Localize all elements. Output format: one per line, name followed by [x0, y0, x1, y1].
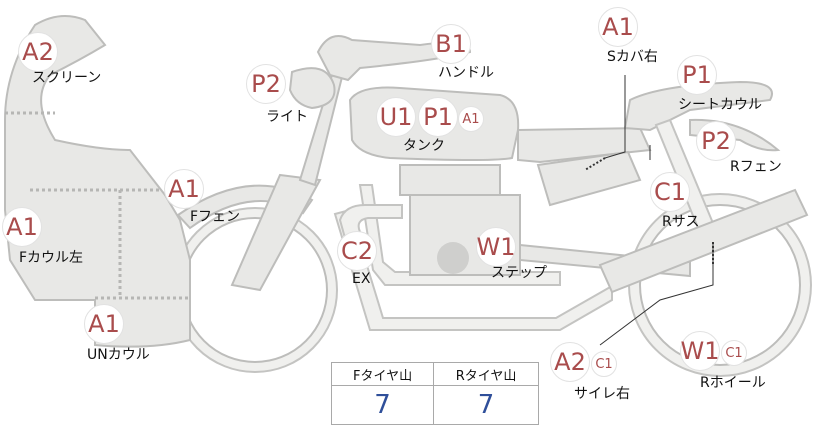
- un-cowl-label: UNカウル: [87, 347, 150, 363]
- seat-cowl-shape: [623, 80, 773, 132]
- side-cover-shape: [536, 150, 642, 207]
- un-cowl-badge: A1: [84, 304, 124, 344]
- tank-label: タンク: [403, 138, 445, 154]
- seat-cowl-badge: P1: [677, 55, 717, 95]
- s-cover-label: Sカバ右: [607, 49, 658, 65]
- silencer-label: サイレ右: [574, 386, 630, 402]
- s-cover-badge: A1: [598, 7, 638, 47]
- headlight-shape: [288, 67, 336, 110]
- tire-tread-table: Fタイヤ山 Rタイヤ山 7 7: [330, 362, 539, 425]
- f-cowl-left-label: Fカウル左: [19, 250, 84, 266]
- seat-cowl-label: シートカウル: [678, 97, 762, 113]
- engine-cover: [437, 242, 469, 274]
- screen-label: スクリーン: [32, 70, 102, 86]
- r-fender-badge: P2: [696, 121, 736, 161]
- light-badge: P2: [246, 64, 286, 104]
- f-fender-badge: A1: [164, 169, 204, 209]
- handle-badge: B1: [431, 24, 471, 64]
- exhaust-header: [338, 204, 403, 240]
- rear-tread-header: Rタイヤ山: [433, 362, 539, 386]
- r-wheel-label: Rホイール: [700, 375, 766, 391]
- engine-top: [399, 164, 501, 196]
- silencer-badge: A2: [550, 342, 590, 382]
- r-fender-label: Rフェン: [730, 159, 782, 175]
- ex-badge: C2: [337, 231, 377, 271]
- r-wheel-badge: W1: [680, 331, 720, 371]
- r-wheel-c-badge: C1: [721, 340, 747, 366]
- step-label: ステップ: [491, 265, 547, 281]
- tank-a-badge: A1: [458, 106, 484, 132]
- r-suspension-badge: C1: [650, 172, 690, 212]
- r-suspension-label: Rサス: [662, 214, 700, 230]
- front-tread-header: Fタイヤ山: [330, 362, 435, 386]
- f-fender-label: Fフェン: [190, 209, 241, 225]
- silencer-shape: [598, 188, 809, 294]
- step-badge: W1: [476, 227, 516, 267]
- tank-p-badge: P1: [418, 97, 458, 137]
- handle-label: ハンドル: [438, 65, 494, 81]
- front-tread-value: 7: [330, 385, 435, 425]
- leader-s-cover: [604, 75, 626, 159]
- light-label: ライト: [266, 109, 308, 125]
- rear-tread-value: 7: [433, 385, 539, 425]
- ex-label: EX: [352, 271, 371, 287]
- tank-u-badge: U1: [376, 97, 416, 137]
- front-cowl-shape: [4, 15, 191, 348]
- screen-badge: A2: [18, 32, 58, 72]
- f-cowl-left-badge: A1: [2, 207, 42, 247]
- silencer-c-badge: C1: [591, 351, 617, 377]
